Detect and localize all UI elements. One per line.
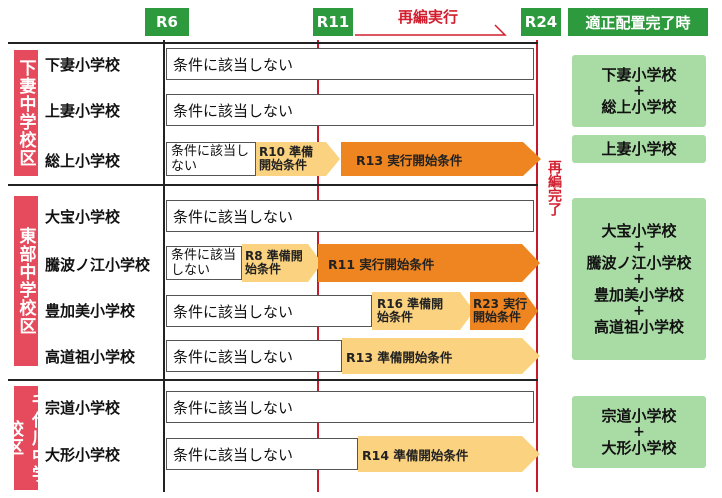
header-r6: R6 — [145, 8, 189, 36]
school-name: 豊加美小学校 — [45, 301, 136, 320]
prep-arrow — [242, 244, 322, 282]
final-school: 宗道小学校 — [601, 406, 677, 425]
final-school: 高道祖小学校 — [593, 317, 684, 336]
status-box: 条件に該当しない — [166, 246, 242, 280]
school-name: 上妻小学校 — [45, 101, 121, 120]
final-school: 総上小学校 — [601, 97, 677, 116]
prep-arrow-label: R16 準備開始条件 — [377, 297, 444, 324]
status-box: 条件に該当しない — [166, 438, 358, 470]
exec-arrow-label: R23 実行開始条件 — [473, 297, 528, 324]
final-school: 大形小学校 — [601, 438, 677, 457]
final-school: 騰波ノ江小学校 — [586, 253, 692, 272]
plus-sign: + — [633, 270, 645, 287]
school-name: 高道祖小学校 — [45, 347, 136, 366]
district-separator — [8, 379, 538, 381]
final-group-chiyokawa: 宗道小学校 + 大形小学校 — [572, 396, 706, 468]
prep-arrow — [256, 142, 340, 176]
status-box: 条件に該当しない — [166, 295, 372, 327]
district-separator — [8, 184, 538, 186]
final-group-shimotsuma-fusagami: 下妻小学校 + 総上小学校 — [572, 55, 706, 127]
exec-arrow — [470, 292, 538, 330]
school-name: 騰波ノ江小学校 — [45, 255, 151, 274]
exec-arrow-label: R11 実行開始条件 — [328, 256, 435, 272]
school-name: 大形小学校 — [45, 445, 121, 464]
execution-bracket — [355, 24, 507, 36]
prep-arrow-label: R10 準備開始条件 — [259, 145, 314, 172]
exec-arrow-label: R13 実行開始条件 — [356, 152, 463, 168]
prep-arrow-label: R14 準備開始条件 — [362, 447, 469, 463]
header-final: 適正配置完了時 — [568, 8, 708, 36]
school-name: 下妻小学校 — [45, 55, 121, 74]
plus-sign: + — [633, 82, 645, 99]
reorganization-complete-label: 再編完了 — [546, 160, 562, 216]
final-school: 豊加美小学校 — [593, 285, 684, 304]
final-school: 大宝小学校 — [601, 221, 677, 240]
exec-arrow — [318, 244, 540, 282]
plus-sign: + — [633, 423, 645, 440]
exec-arrow — [341, 142, 541, 176]
status-box: 条件に該当しない — [166, 340, 342, 372]
final-group-kamitsuma: 上妻小学校 — [572, 135, 706, 163]
district-label-chiyokawa: 千代川中学校区 — [3, 386, 48, 490]
district-label-tobu: 東部中学校区 — [14, 196, 38, 366]
prep-arrow-label: R8 準備開始条件 — [245, 249, 303, 276]
header-r11: R11 — [313, 8, 353, 36]
header-r24: R24 — [521, 8, 561, 36]
status-box: 条件に該当しない — [166, 391, 534, 423]
final-group-tobu: 大宝小学校 + 騰波ノ江小学校 + 豊加美小学校 + 高道祖小学校 — [572, 198, 706, 360]
district-separator — [8, 42, 538, 44]
prep-arrow — [342, 338, 540, 374]
prep-arrow-label: R13 準備開始条件 — [346, 349, 453, 365]
prep-arrow — [372, 292, 474, 330]
header-execution: 再編実行 — [398, 8, 459, 26]
plus-sign: + — [633, 238, 645, 255]
status-box: 条件に該当しない — [166, 142, 256, 176]
school-name: 大宝小学校 — [45, 207, 121, 226]
district-label-shimotsuma: 下妻中学校区 — [14, 50, 38, 176]
status-box: 条件に該当しない — [166, 200, 534, 232]
school-name: 総上小学校 — [45, 151, 121, 170]
plus-sign: + — [633, 302, 645, 319]
status-box: 条件に該当しない — [166, 48, 534, 80]
prep-arrow — [358, 436, 540, 472]
school-name: 宗道小学校 — [45, 398, 121, 417]
status-box: 条件に該当しない — [166, 94, 534, 126]
final-school: 上妻小学校 — [601, 139, 677, 158]
final-school: 下妻小学校 — [601, 65, 677, 84]
r6-line — [163, 40, 165, 492]
